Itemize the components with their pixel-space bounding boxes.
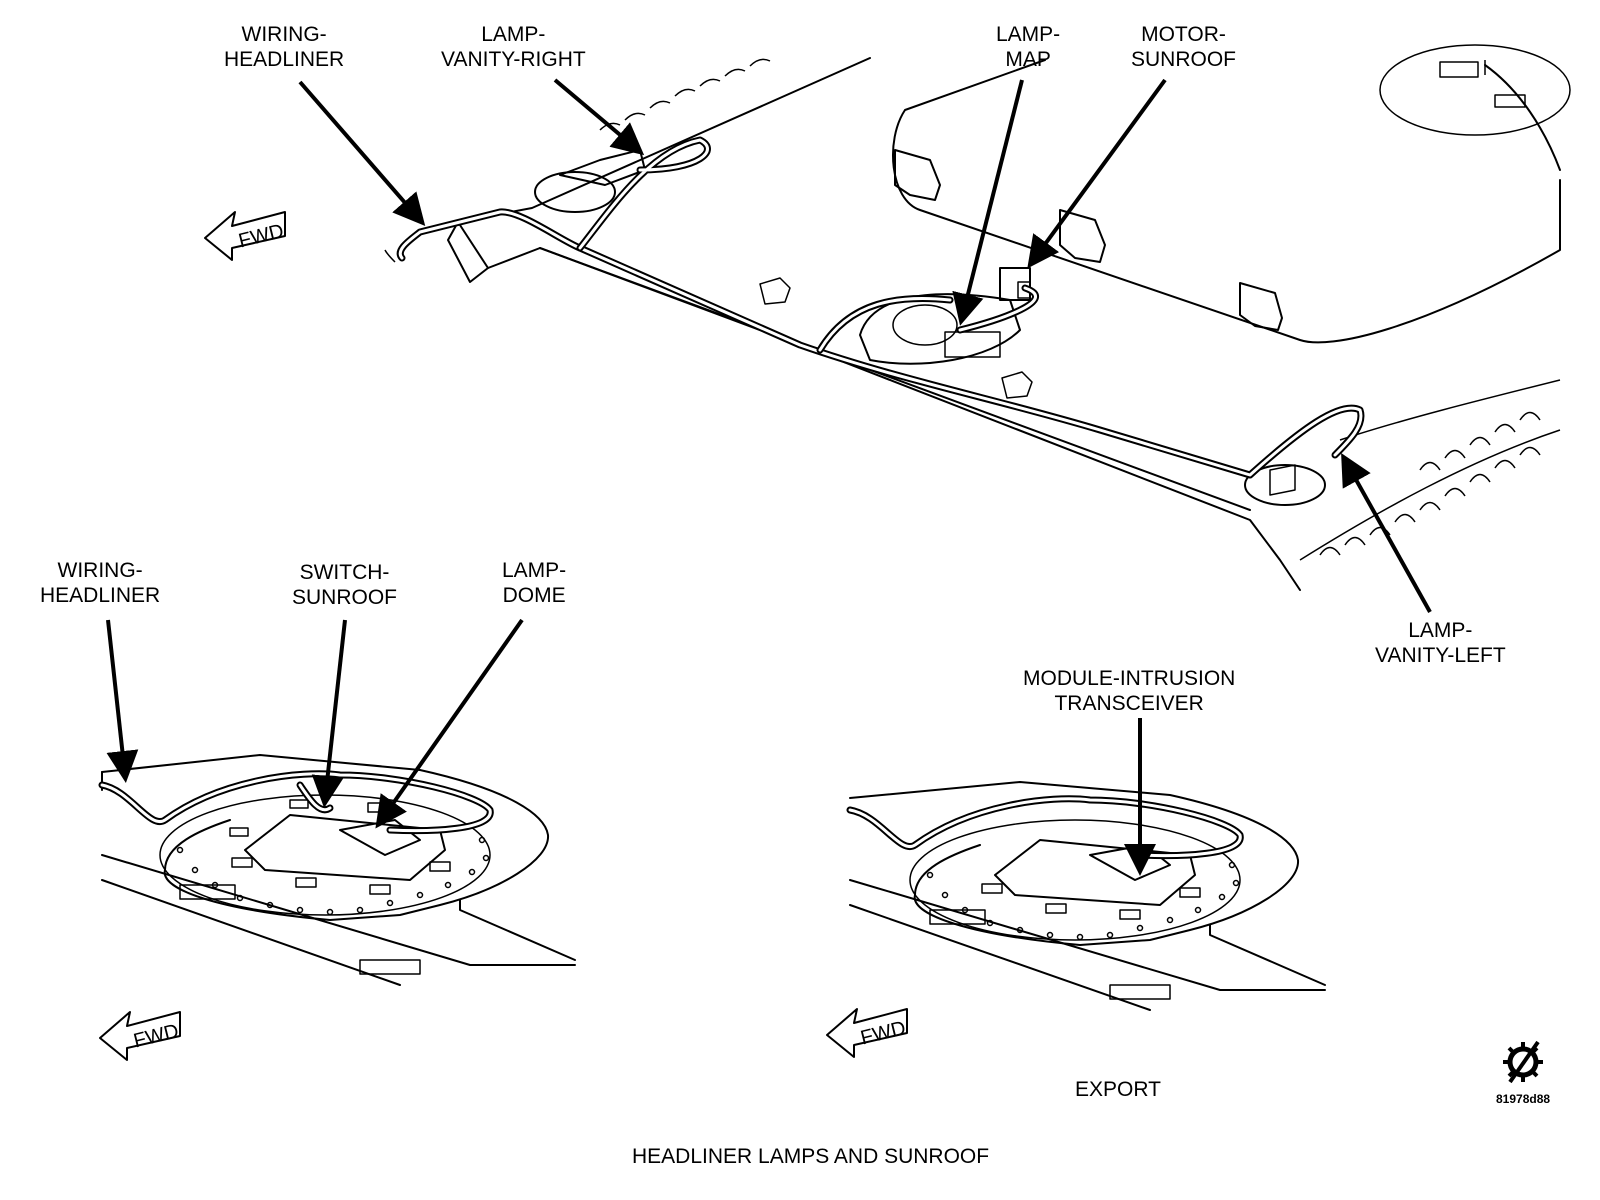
leader-lamp-vanity-left xyxy=(1341,453,1432,613)
label-wiring-headliner-top: WIRING- HEADLINER xyxy=(224,23,345,71)
dome-lamp-dot-ring xyxy=(176,836,490,916)
no-symbol-gear-icon xyxy=(1503,1040,1543,1084)
figure-title: HEADLINER LAMPS AND SUNROOF xyxy=(632,1145,990,1168)
leader-lamp-dome xyxy=(375,618,524,829)
label-motor-sunroof: MOTOR- SUNROOF xyxy=(1131,23,1236,71)
label-switch-sunroof: SWITCH- SUNROOF xyxy=(292,561,397,609)
leader-lamp-map xyxy=(952,79,1024,326)
label-wiring-headliner-bottom: WIRING- HEADLINER xyxy=(40,559,161,607)
label-lamp-dome: LAMP- DOME xyxy=(502,559,567,607)
forward-arrow-icon: FWD xyxy=(99,1011,181,1061)
svg-text:FWD: FWD xyxy=(858,1017,908,1049)
export-view xyxy=(846,718,1326,1011)
export-label: EXPORT xyxy=(1075,1078,1161,1101)
svg-text:FWD: FWD xyxy=(236,220,286,252)
export-dot-ring xyxy=(926,861,1240,941)
headliner-top-view xyxy=(298,44,1571,613)
leader-motor-sunroof xyxy=(1027,78,1167,269)
leader-wiring-headliner-top xyxy=(298,80,426,227)
svg-text:FWD: FWD xyxy=(131,1020,181,1052)
label-lamp-map: LAMP- MAP xyxy=(996,23,1061,71)
forward-arrow-icon: FWD xyxy=(204,211,286,261)
label-module-intrusion: MODULE-INTRUSION TRANSCEIVER xyxy=(1023,667,1236,715)
rib-pattern xyxy=(1319,411,1541,556)
label-lamp-vanity-right: LAMP- VANITY-RIGHT xyxy=(441,23,586,71)
figure-id: 81978d88 xyxy=(1496,1092,1551,1106)
forward-arrow-icon: FWD xyxy=(826,1008,908,1058)
label-lamp-vanity-left: LAMP- VANITY-LEFT xyxy=(1375,619,1506,667)
leader-wiring-headliner-bottom xyxy=(106,619,139,783)
leader-switch-sunroof xyxy=(311,619,347,808)
leader-lamp-vanity-right xyxy=(553,78,645,156)
dome-lamp-view xyxy=(98,618,576,986)
